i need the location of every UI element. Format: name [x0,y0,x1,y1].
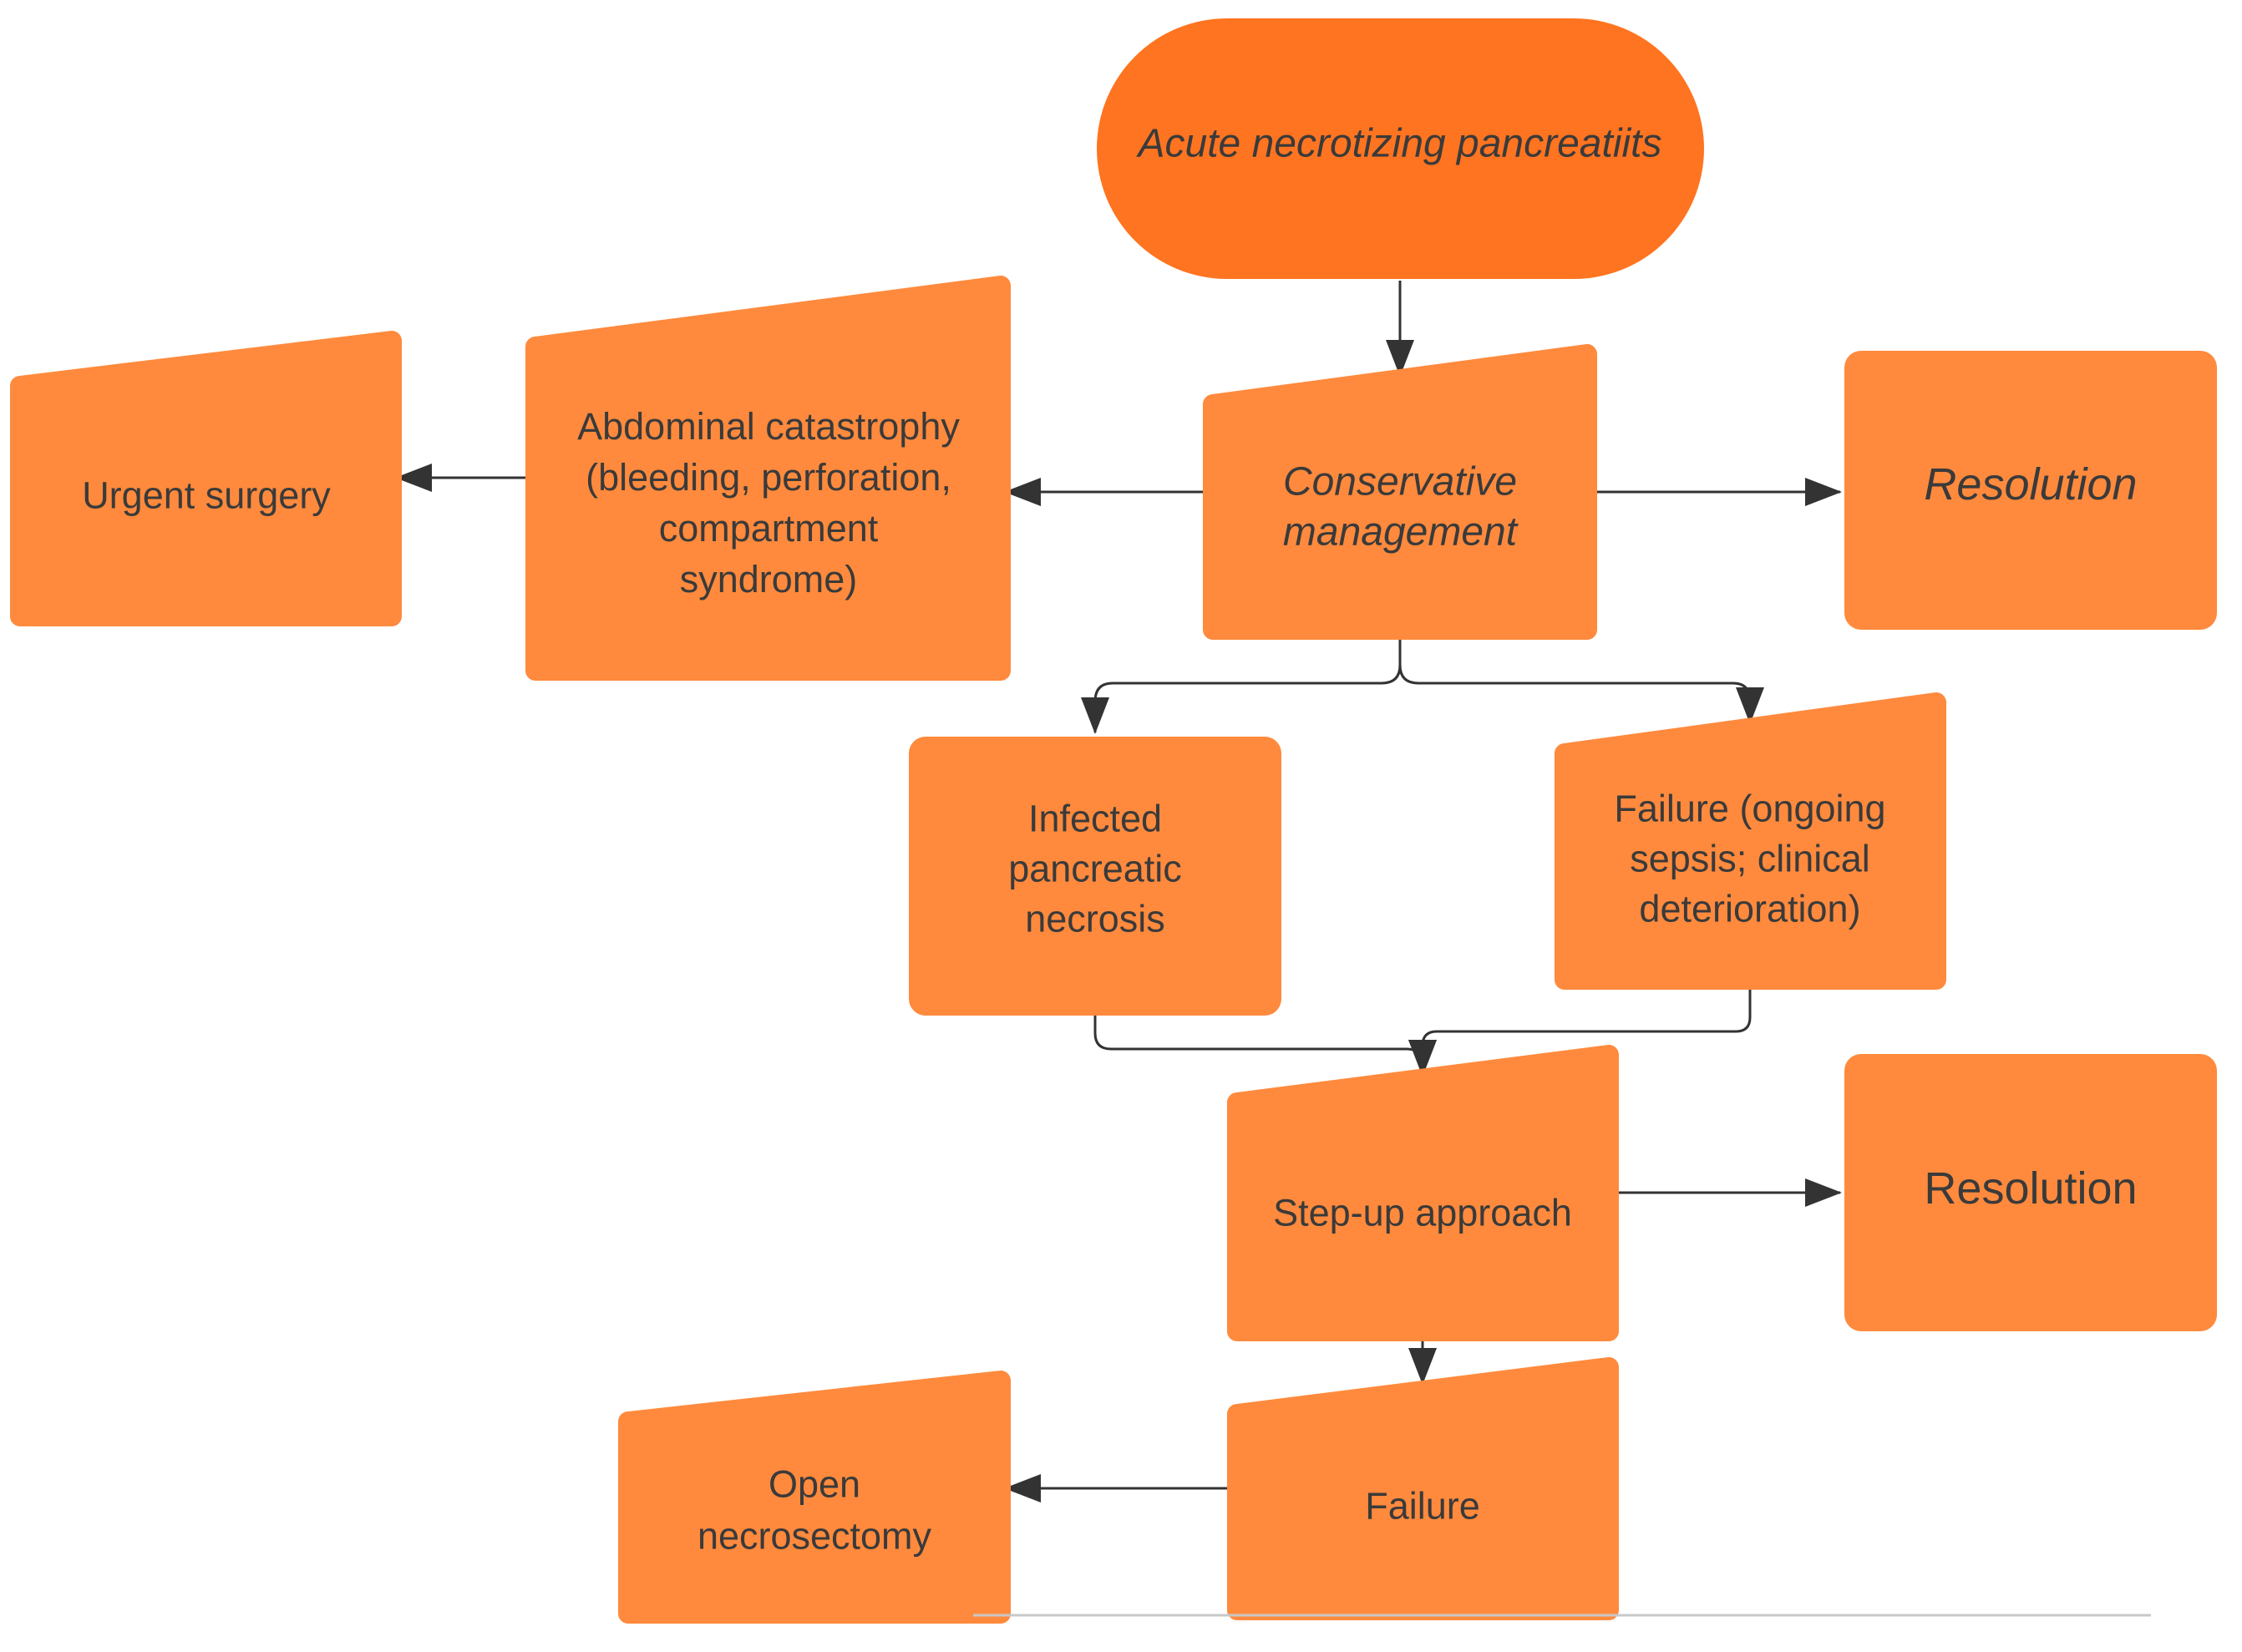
node-shape [1227,1357,1619,1620]
arrow-infected-to-step-up [1093,1016,1437,1077]
node-shape [909,737,1281,1016]
node-label-line: necrosectomy [697,1515,932,1558]
node-label-line: Failure (ongoing [1614,788,1885,830]
node-label-line: Urgent surgery [82,474,331,517]
node-label-line: syndrome) [680,558,858,600]
node-label-line: Step-up approach [1273,1192,1572,1234]
node-label-line: Open [768,1463,860,1506]
node-label-line: Failure [1365,1485,1480,1528]
node-shape [525,276,1011,681]
nodes: Acute necrotizing pancreatiitsConservati… [10,18,2217,1624]
node-shape [1555,692,1946,990]
node-label-line: deterioration) [1639,888,1860,930]
node-shape [1844,1054,2217,1331]
node-label-line: Conservative [1283,460,1517,504]
node-label-line: Acute necrotizing pancreatiits [1136,122,1662,166]
node-shape [1227,1045,1619,1341]
node-shape [1844,351,2217,630]
node-label-line: Resolution [1924,1163,2137,1214]
edges [395,281,1842,1503]
node-label-line: Infected [1028,798,1162,840]
node-urgent-surgery: Urgent surgery [10,331,402,626]
node-label-line: necrosis [1025,898,1165,940]
node-failure-2: Failure [1227,1357,1619,1620]
node-failure-sepsis: Failure (ongoing sepsis; clinical deterior… [1555,692,1946,990]
node-label-line: pancreatic [1008,848,1182,890]
node-label-line: compartment [659,507,879,550]
node-label-line: (bleeding, perforation, [586,456,951,499]
node-label-line: management [1283,510,1519,555]
arrow-conservative-to-failure-sepsis [1398,630,1764,724]
node-infected: Infected pancreatic necrosis [909,737,1281,1016]
node-open-necro: Open necrosectomy [618,1371,1011,1624]
arrow-failure-sepsis-to-step-up [1408,980,1752,1077]
node-shape [1097,18,1704,279]
node-step-up: Step-up approach [1227,1045,1619,1341]
node-abdominal: Abdominal catastrophy (bleeding, perforat… [525,276,1011,681]
node-resolution-2: Resolution [1844,1054,2217,1331]
node-conservative: Conservative management [1203,344,1597,640]
node-shape [10,331,402,626]
node-label-line: Abdominal catastrophy [577,405,960,448]
arrow-conservative-to-infected [1081,630,1402,734]
node-shape [1203,344,1597,640]
node-start: Acute necrotizing pancreatiits [1097,18,1704,279]
node-label-line: Resolution [1924,459,2137,509]
node-label-line: sepsis; clinical [1630,838,1870,880]
node-resolution-1: Resolution [1844,351,2217,630]
node-shape [618,1371,1011,1624]
